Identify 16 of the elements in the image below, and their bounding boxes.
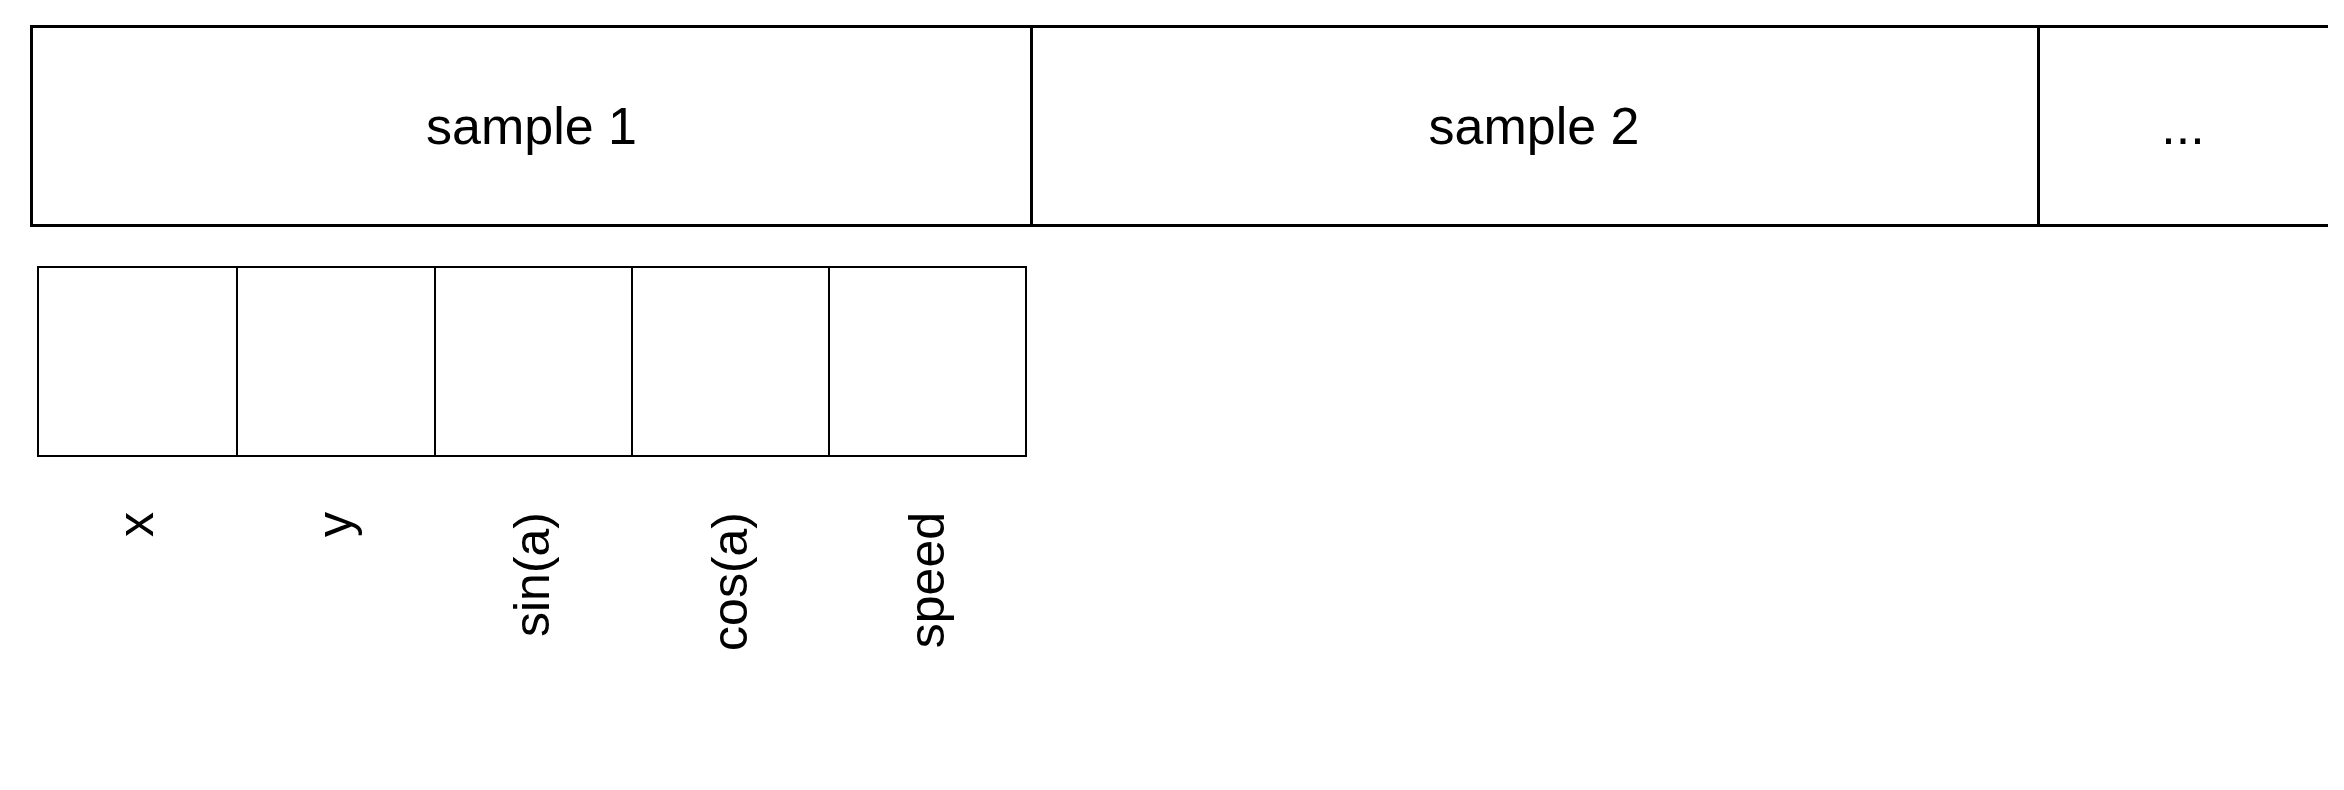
column-label: speed	[902, 512, 952, 649]
column-label: sin(a)	[507, 512, 557, 638]
table-header-cell	[1031, 25, 2040, 227]
cell-text: ...	[2161, 96, 2205, 156]
column-label: cos(a)	[705, 512, 755, 651]
empty-cell	[631, 266, 830, 457]
table-header-cell	[2038, 25, 2328, 227]
cell-text: sample 1	[426, 96, 637, 156]
empty-cell	[434, 266, 633, 457]
table-header-cell	[30, 25, 1033, 227]
empty-cell	[37, 266, 238, 457]
empty-cell	[828, 266, 1027, 457]
column-label: y	[310, 512, 360, 537]
column-label: x	[111, 512, 161, 537]
cell-text: sample 2	[1428, 96, 1640, 156]
empty-cell	[236, 266, 436, 457]
